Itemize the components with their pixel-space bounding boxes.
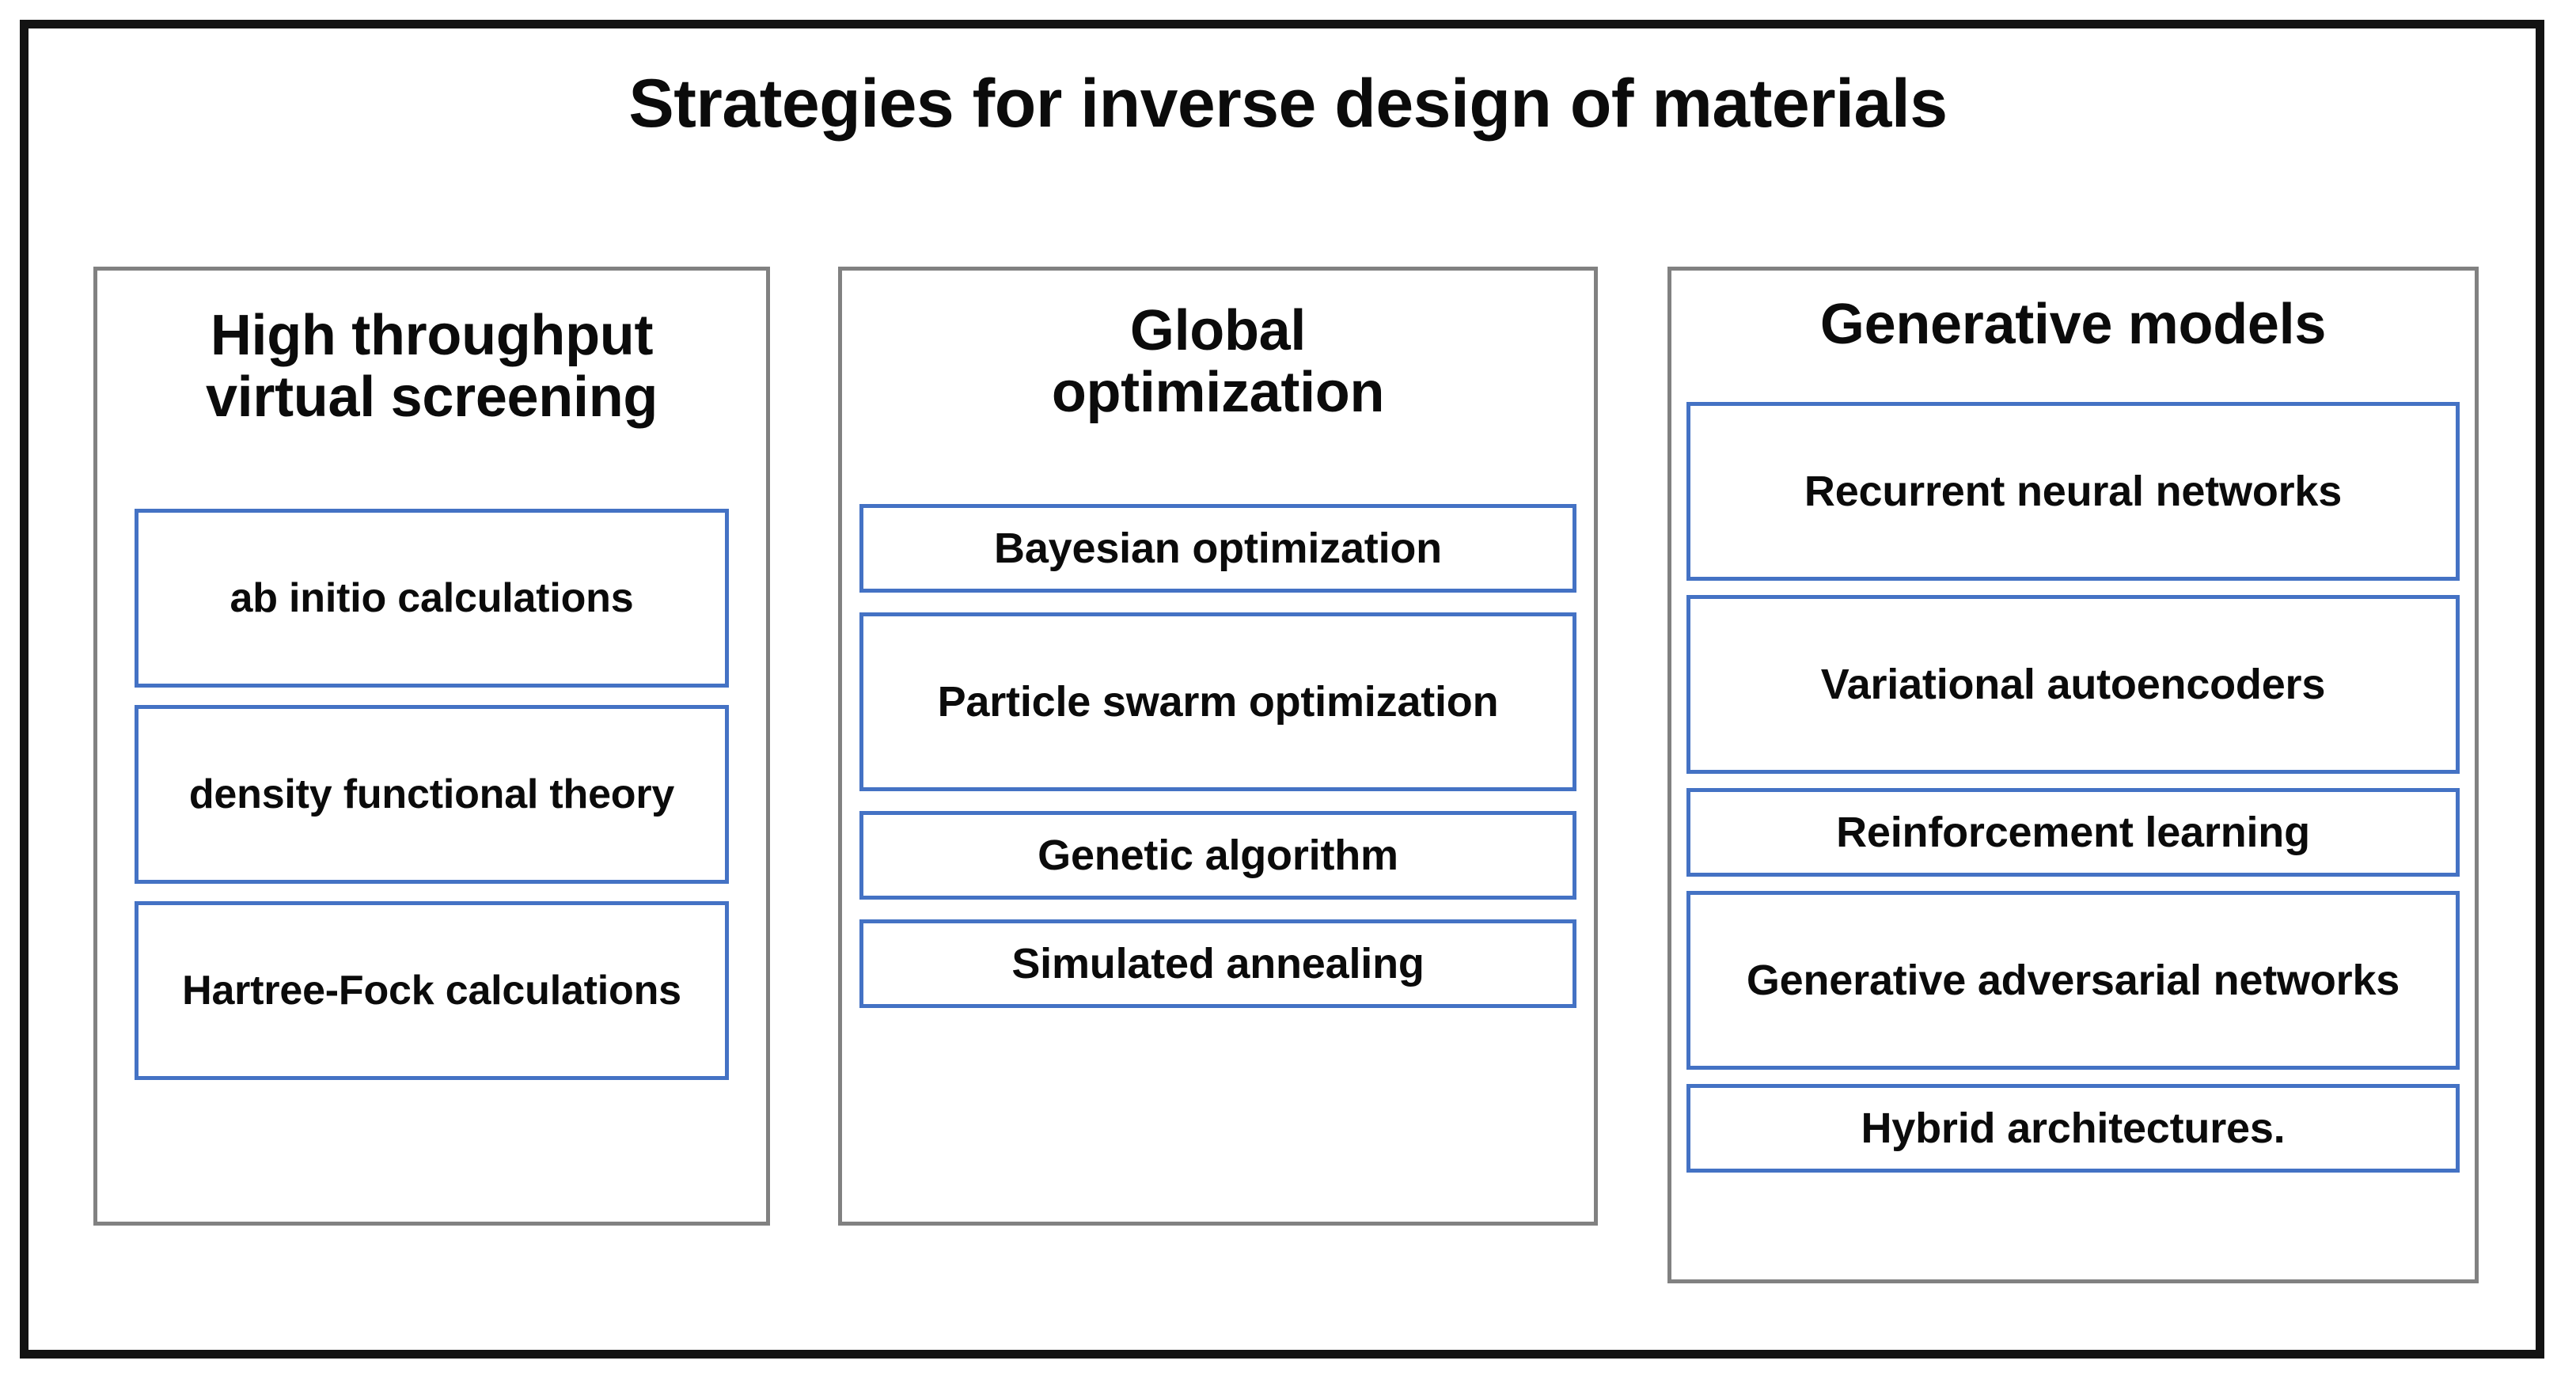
item-box[interactable]: Generative adversarial networks	[1686, 891, 2460, 1070]
item-label: Genetic algorithm	[1038, 831, 1398, 879]
item-label: Generative adversarial networks	[1746, 956, 2400, 1004]
item-label: density functional theory	[188, 771, 675, 817]
item-box[interactable]: Reinforcement learning	[1686, 788, 2460, 877]
item-label: Reinforcement learning	[1836, 808, 2310, 856]
item-box[interactable]: Hybrid architectures.	[1686, 1084, 2460, 1173]
category-column-generative-models: Generative models Recurrent neural netwo…	[1667, 267, 2479, 1283]
item-box[interactable]: Hartree-Fock calculations	[135, 901, 729, 1080]
item-list-0: ab initio calculations density functiona…	[97, 509, 766, 1097]
item-label: ab initio calculations	[230, 574, 634, 621]
item-box[interactable]: Recurrent neural networks	[1686, 402, 2460, 581]
item-box[interactable]: Particle swarm optimization	[859, 612, 1576, 791]
item-list-1: Bayesian optimization Particle swarm opt…	[842, 504, 1594, 1028]
item-label: Recurrent neural networks	[1804, 467, 2343, 515]
page-title: Strategies for inverse design of materia…	[628, 66, 1948, 142]
column-header-2: Generative models	[1819, 293, 2327, 356]
item-label: Hartree-Fock calculations	[182, 967, 681, 1014]
item-box[interactable]: Variational autoencoders	[1686, 595, 2460, 774]
item-box[interactable]: Genetic algorithm	[859, 811, 1576, 900]
item-box[interactable]: density functional theory	[135, 705, 729, 884]
item-box[interactable]: ab initio calculations	[135, 509, 729, 688]
item-label: Simulated annealing	[1011, 939, 1425, 987]
item-box[interactable]: Bayesian optimization	[859, 504, 1576, 593]
item-list-2: Recurrent neural networks Variational au…	[1671, 402, 2475, 1187]
item-label: Hybrid architectures.	[1861, 1104, 2286, 1152]
item-label: Particle swarm optimization	[937, 677, 1499, 726]
item-label: Variational autoencoders	[1820, 660, 2326, 708]
item-label: Bayesian optimization	[994, 524, 1442, 572]
item-box[interactable]: Simulated annealing	[859, 919, 1576, 1008]
